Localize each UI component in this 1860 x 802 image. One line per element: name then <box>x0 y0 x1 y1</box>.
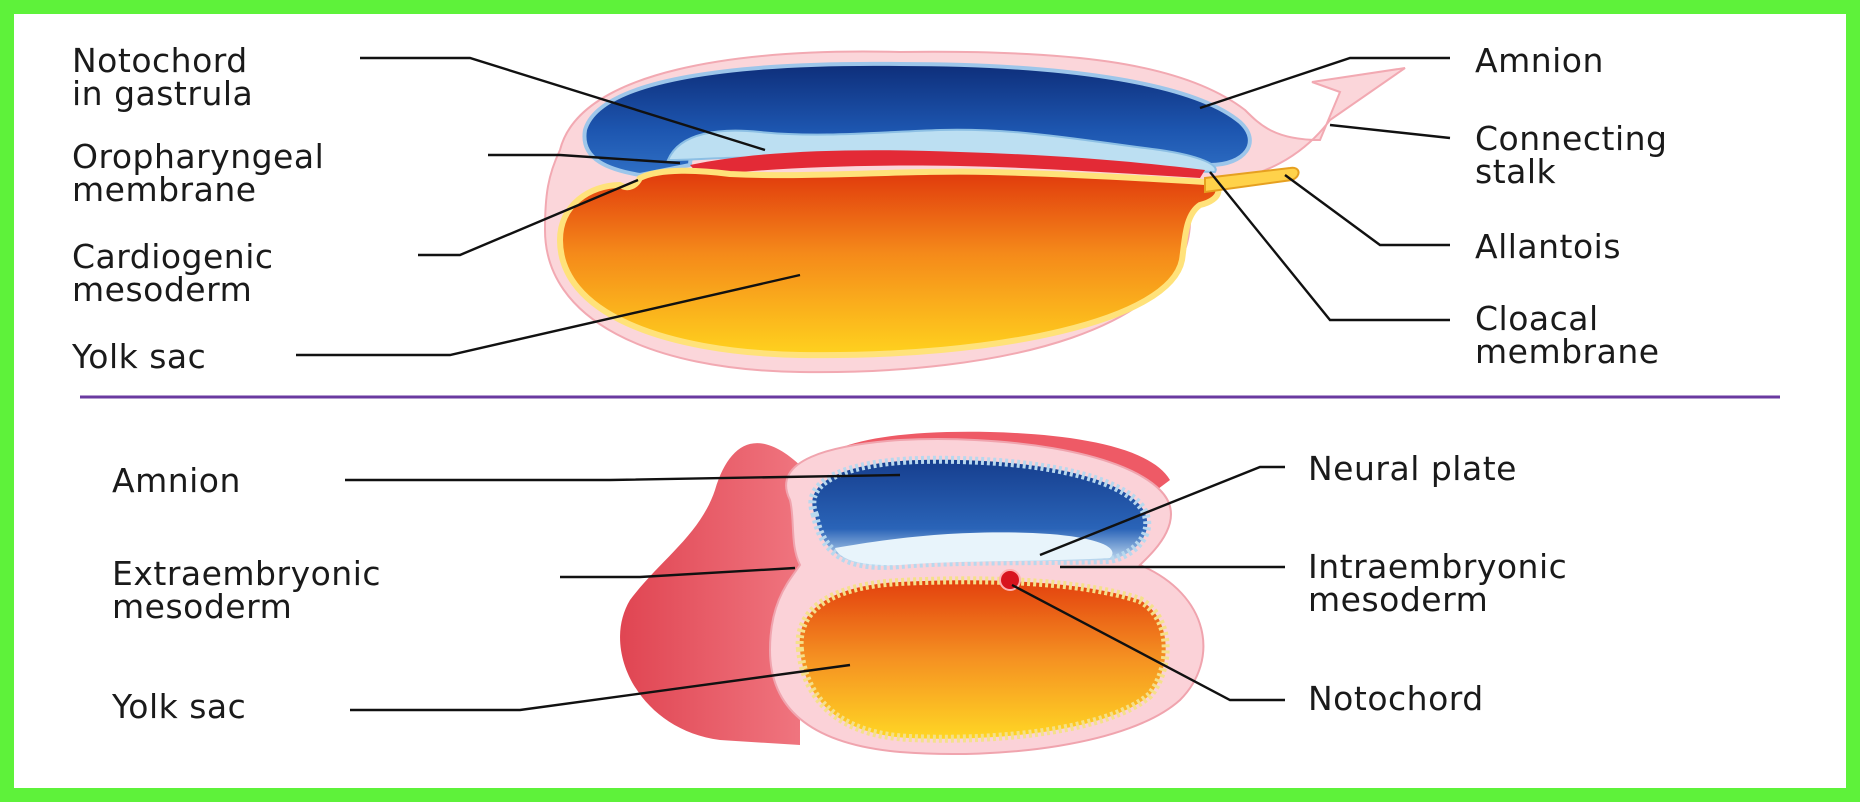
leader-extraembryonic <box>560 566 796 579</box>
label-intraembryonic-line1: Intraembryonic <box>1308 547 1567 586</box>
top-embryo-illustration <box>543 50 1406 374</box>
label-notochord-bottom: Notochord <box>1308 679 1484 718</box>
bottom-yolk-sac <box>795 576 1170 743</box>
leader-oropharyngeal <box>488 153 681 165</box>
leader-stalk <box>1329 123 1451 140</box>
bottom-notochord-dot <box>999 569 1021 591</box>
top-notochord-strip <box>690 150 1205 178</box>
label-oropharyngeal-line2: membrane <box>72 170 257 209</box>
leader-yolk-bottom <box>350 663 851 712</box>
label-connecting-stalk-line2: stalk <box>1475 152 1557 191</box>
label-notochord-gastrula-line1: Notochord <box>72 41 248 80</box>
leader-allantois <box>1284 174 1450 247</box>
bottom-side-wall <box>620 443 805 745</box>
label-connecting-stalk-line1: Connecting <box>1475 119 1667 158</box>
label-cloacal-line2: membrane <box>1475 332 1660 371</box>
leader-amnion-bottom <box>345 473 901 482</box>
label-cloacal-line1: Cloacal <box>1475 299 1599 338</box>
leader-cardiogenic <box>418 178 639 257</box>
label-yolk-sac-bottom: Yolk sac <box>111 687 246 726</box>
label-notochord-gastrula-line2: in gastrula <box>72 74 253 113</box>
bottom-neural-plate <box>835 532 1113 566</box>
leader-neural-plate <box>1039 465 1285 557</box>
bottom-leader-lines <box>345 465 1285 712</box>
label-extraembryonic-line1: Extraembryonic <box>112 554 381 593</box>
leader-yolk-top <box>296 273 801 357</box>
bottom-labels: Amnion Extraembryonic mesoderm Yolk sac … <box>111 449 1567 726</box>
leader-notochord-gastrula <box>360 56 766 152</box>
top-leader-lines <box>296 56 1451 357</box>
label-amnion-top: Amnion <box>1475 41 1604 80</box>
top-yolk-sac <box>556 167 1222 359</box>
label-intraembryonic-line2: mesoderm <box>1308 580 1488 619</box>
label-cardiogenic-line1: Cardiogenic <box>72 237 274 276</box>
label-allantois: Allantois <box>1475 227 1621 266</box>
label-oropharyngeal-line1: Oropharyngeal <box>72 137 324 176</box>
top-labels: Notochord in gastrula Oropharyngeal memb… <box>71 41 1667 376</box>
leader-amnion-top <box>1199 56 1450 110</box>
label-extraembryonic-line2: mesoderm <box>112 587 292 626</box>
leader-notochord-bottom <box>1011 583 1285 702</box>
label-cardiogenic-line2: mesoderm <box>72 270 252 309</box>
label-amnion-bottom: Amnion <box>112 461 241 500</box>
label-yolk-sac-top: Yolk sac <box>71 337 206 376</box>
bottom-embryo-illustration <box>620 431 1205 756</box>
label-neural-plate: Neural plate <box>1308 449 1517 488</box>
leader-cloacal <box>1209 171 1450 322</box>
